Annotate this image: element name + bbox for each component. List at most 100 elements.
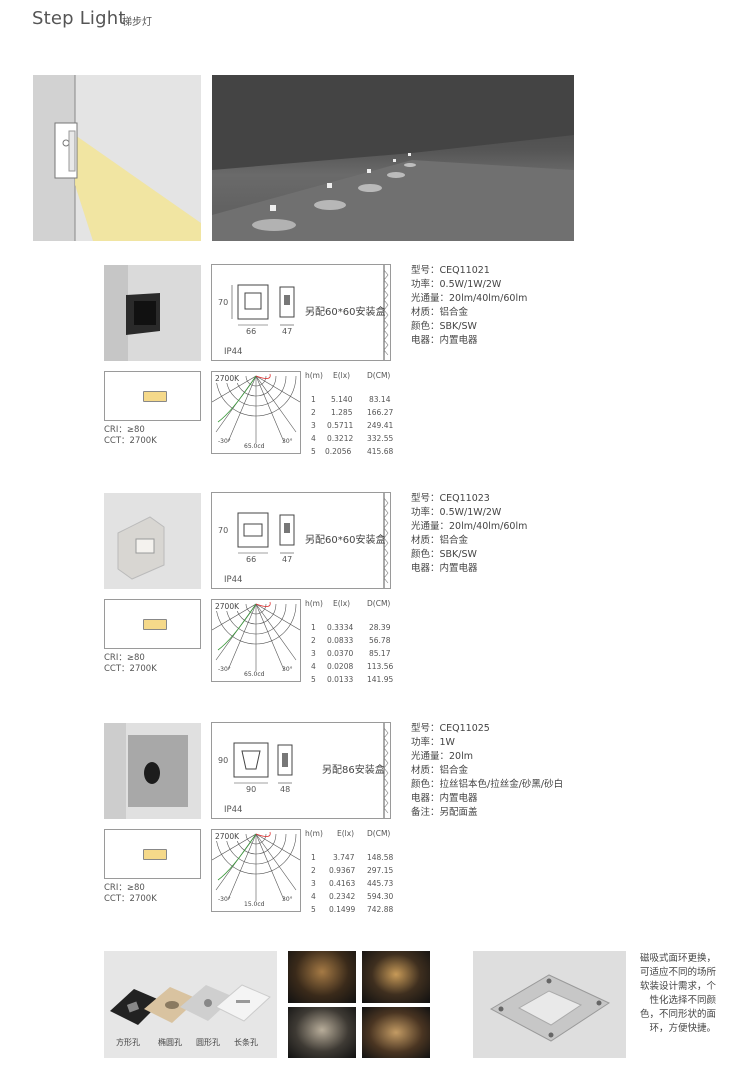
table-header-d: D(CM) — [367, 599, 391, 608]
description-line: 磁吸式面环更换， — [639, 953, 716, 964]
description-line: 软装设计需求，个 — [639, 981, 716, 992]
table-cell: 4 — [311, 434, 316, 443]
spec-note: 备注：另配面盖 — [411, 807, 478, 818]
table-cell: 113.56 — [367, 662, 394, 671]
table-cell: 0.0208 — [327, 662, 354, 671]
table-cell: 0.9367 — [329, 866, 356, 875]
plate-label-strip: 长条孔 — [234, 1038, 258, 1047]
table-cell: 4 — [311, 892, 316, 901]
dim-width: 66 — [246, 555, 257, 564]
dimension-drawing-1: 70 66 47 另配60*60安装盒 IP44 — [211, 264, 391, 361]
table-cell: 2 — [311, 866, 316, 875]
table-header-e: E(lx) — [337, 829, 355, 838]
plate-label-oval: 椭圆孔 — [158, 1038, 182, 1047]
table-cell: 1 — [311, 395, 316, 404]
led-strip-icon — [143, 619, 167, 630]
cct-value: CCT：2700K — [104, 664, 157, 674]
description-line: 性化选择不同颜 — [649, 995, 716, 1006]
table-cell: 3 — [311, 879, 316, 888]
table-cell: 0.5711 — [327, 421, 354, 430]
table-cell: 5 — [311, 675, 316, 684]
dim-width: 90 — [246, 785, 257, 794]
spec-driver: 电器：内置电器 — [411, 335, 478, 346]
polar-cct-label: 2700K — [215, 374, 240, 383]
polar-left-angle: -30° — [218, 666, 231, 673]
effect-photo-3 — [288, 1007, 356, 1058]
cri-value: CRI：≥80 — [104, 653, 145, 663]
dim-width: 66 — [246, 327, 257, 336]
table-cell: 5.140 — [331, 395, 353, 404]
table-cell: 85.17 — [369, 649, 391, 658]
table-cell: 0.0133 — [327, 675, 354, 684]
spec-flux: 光通量：20lm/40lm/60lm — [411, 293, 528, 304]
spec-power: 功率：0.5W/1W/2W — [411, 279, 502, 290]
mount-box-note: 另配60*60安装盒 — [305, 535, 386, 546]
dim-depth: 47 — [282, 555, 293, 564]
spec-model: 型号：CEQ11021 — [411, 265, 490, 276]
mount-box-note: 另配86安装盒 — [322, 765, 385, 776]
polar-left-angle: -30° — [218, 438, 231, 445]
cri-value: CRI：≥80 — [104, 883, 145, 893]
table-header-h: h(m) — [305, 371, 323, 380]
table-header-e: E(lx) — [333, 371, 351, 380]
table-cell: 594.30 — [367, 892, 394, 901]
table-cell: 0.2342 — [329, 892, 356, 901]
page-title: Step Light — [32, 8, 126, 29]
dim-depth: 48 — [280, 785, 291, 794]
spec-flux: 光通量：20lm — [411, 751, 473, 762]
table-cell: 415.68 — [367, 447, 394, 456]
table-cell: 0.3334 — [327, 623, 354, 632]
product-photo-3 — [104, 723, 201, 819]
polar-right-angle: 30° — [282, 666, 293, 673]
description-line: 环，方便快捷。 — [649, 1023, 716, 1034]
dim-height: 70 — [218, 298, 229, 307]
table-cell: 3 — [311, 421, 316, 430]
polar-diagram-1: 2700K -30° 30° 65.0cd — [211, 371, 301, 454]
table-cell: 2 — [311, 408, 316, 417]
ip-rating: IP44 — [224, 575, 243, 585]
table-cell: 0.0370 — [327, 649, 354, 658]
page-subtitle: 梯步灯 — [122, 17, 152, 28]
light-strip-box-1 — [104, 371, 201, 421]
spec-power: 功率：1W — [411, 737, 455, 748]
table-cell: 0.0833 — [327, 636, 354, 645]
table-cell: 332.55 — [367, 434, 394, 443]
polar-center-label: 65.0cd — [244, 443, 265, 450]
polar-center-label: 15.0cd — [244, 901, 265, 908]
table-cell: 249.41 — [367, 421, 394, 430]
spec-list-1: 型号：CEQ11021 功率：0.5W/1W/2W 光通量：20lm/40lm/… — [411, 264, 527, 348]
plate-label-square: 方形孔 — [116, 1038, 140, 1047]
dimension-drawing-3: 90 90 48 另配86安装盒 IP44 — [211, 722, 391, 819]
table-cell: 1.285 — [331, 408, 353, 417]
plate-label-round: 圆形孔 — [196, 1038, 220, 1047]
spec-material: 材质：铝合金 — [411, 307, 469, 318]
table-cell: 56.78 — [369, 636, 391, 645]
table-cell: 28.39 — [369, 623, 391, 632]
dimension-drawing-2: 70 66 47 另配60*60安装盒 IP44 — [211, 492, 391, 589]
spec-driver: 电器：内置电器 — [411, 793, 478, 804]
table-cell: 0.3212 — [327, 434, 354, 443]
polar-right-angle: 30° — [282, 896, 293, 903]
table-cell: 5 — [311, 447, 316, 456]
light-strip-box-2 — [104, 599, 201, 649]
table-cell: 3 — [311, 649, 316, 658]
polar-left-angle: -30° — [218, 896, 231, 903]
spec-color: 颜色：拉丝铝本色/拉丝金/砂黑/砂白 — [411, 779, 564, 790]
polar-center-label: 65.0cd — [244, 671, 265, 678]
table-header-d: D(CM) — [367, 371, 391, 380]
effect-photo-2 — [362, 951, 430, 1003]
spec-driver: 电器：内置电器 — [411, 563, 478, 574]
effect-photo-1 — [288, 951, 356, 1003]
spec-power: 功率：0.5W/1W/2W — [411, 507, 502, 518]
cct-value: CCT：2700K — [104, 894, 157, 904]
table-header-h: h(m) — [305, 829, 323, 838]
dim-height: 70 — [218, 526, 229, 535]
magnetic-ring-description: 磁吸式面环更换， 可适应不同的场所 软装设计需求，个 性化选择不同颜 色，不同形… — [630, 952, 716, 1036]
hero-section-illustration — [33, 75, 201, 241]
spec-material: 材质：铝合金 — [411, 535, 469, 546]
table-cell: 148.58 — [367, 853, 394, 862]
cri-value: CRI：≥80 — [104, 425, 145, 435]
table-cell: 0.1499 — [329, 905, 356, 914]
